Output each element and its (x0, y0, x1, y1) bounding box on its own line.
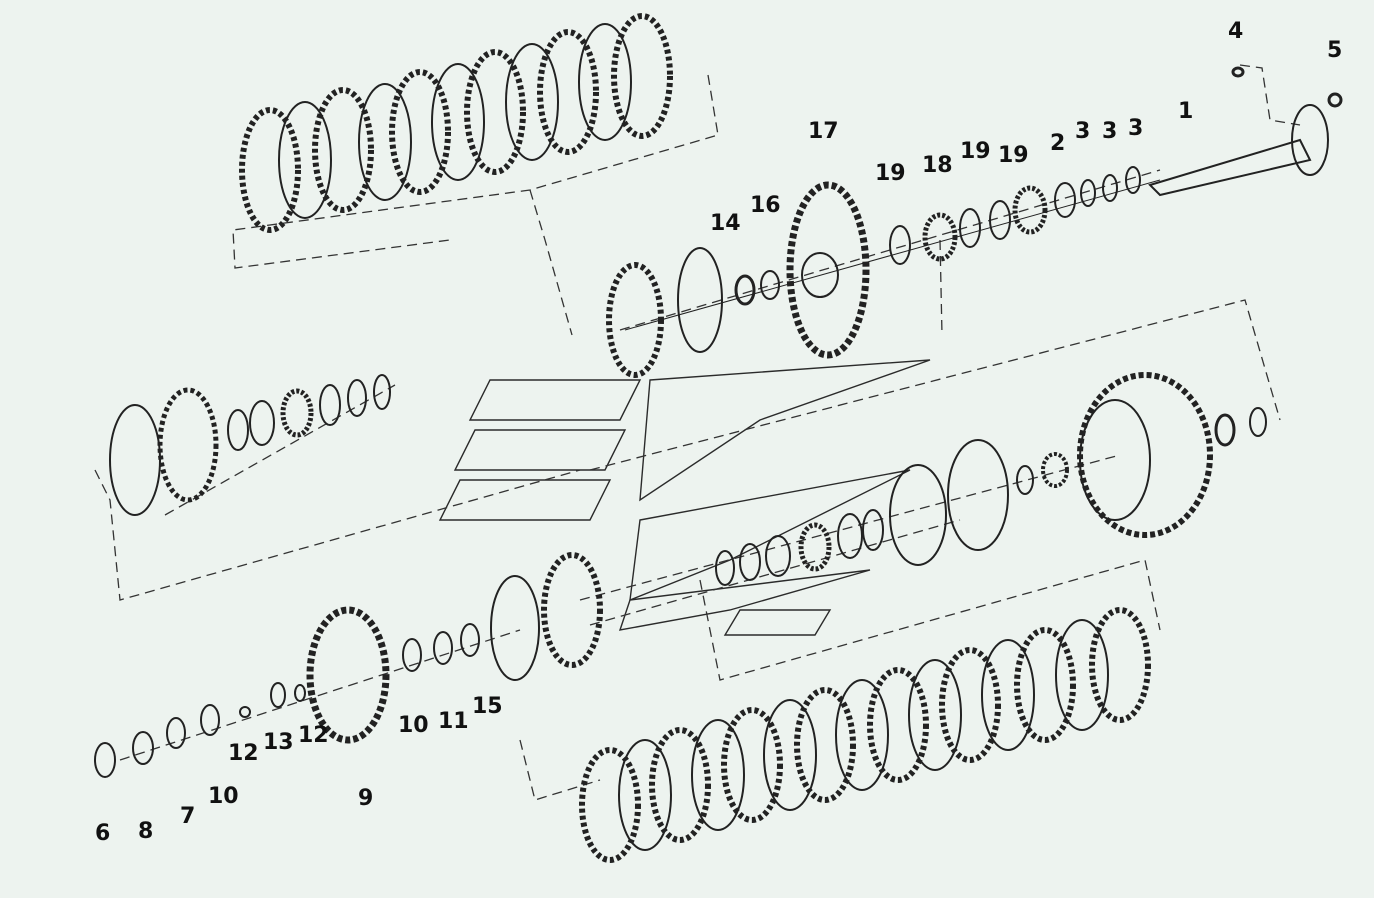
callout-5: 5 (1327, 38, 1342, 63)
callout-2: 2 (1050, 131, 1065, 156)
callout-10: 10 (208, 784, 239, 809)
upper-shaft-assembly (606, 66, 1343, 378)
callout-19: 19 (960, 139, 991, 164)
callout-6: 6 (95, 821, 110, 846)
callout-9: 9 (358, 786, 373, 811)
watermark-logo (438, 359, 931, 636)
callout-3: 3 (1102, 119, 1117, 144)
callout-7: 7 (180, 804, 195, 829)
callout-14: 14 (710, 211, 741, 236)
callout-3: 3 (1075, 119, 1090, 144)
callout-19: 19 (875, 161, 906, 186)
callout-13: 13 (263, 730, 294, 755)
callout-19: 19 (998, 143, 1029, 168)
callout-labels: 1 2 3 3 3 4 5 6 7 8 9 10 10 11 12 12 13 … (95, 19, 1342, 846)
callout-16: 16 (750, 193, 781, 218)
callout-1: 1 (1178, 99, 1193, 124)
callout-15: 15 (472, 694, 503, 719)
drum-assembly (715, 372, 1267, 586)
callout-3: 3 (1128, 116, 1143, 141)
callout-8: 8 (138, 819, 153, 844)
clutch-disc-stack-lower (579, 607, 1151, 863)
callout-12: 12 (228, 741, 259, 766)
clutch-disc-stack-upper (239, 13, 673, 233)
callout-18: 18 (922, 153, 953, 178)
lower-gear-assembly (94, 552, 603, 778)
left-middle-assembly (109, 374, 391, 516)
callout-10: 10 (398, 713, 429, 738)
callout-17: 17 (808, 119, 839, 144)
callout-12: 12 (298, 723, 329, 748)
callout-11: 11 (438, 709, 469, 734)
callout-4: 4 (1228, 19, 1243, 44)
